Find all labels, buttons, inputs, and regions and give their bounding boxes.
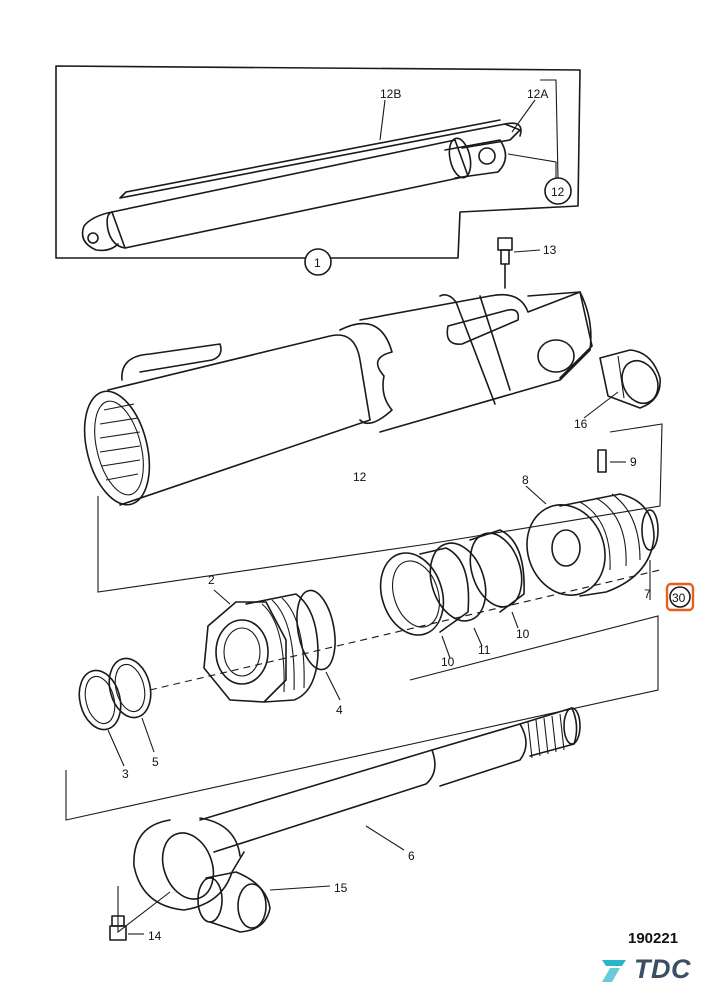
diagram-code: 190221 xyxy=(628,930,679,947)
label-30: 30 xyxy=(672,591,686,605)
bush-16 xyxy=(583,349,661,419)
callout-circle-1 xyxy=(304,248,332,276)
wiper-seals-3-5 xyxy=(78,657,152,731)
label-10-left: 10 xyxy=(441,655,455,669)
cylinder-barrel-12 xyxy=(83,291,593,506)
brand-name: TDC xyxy=(634,954,691,984)
tdc-logo-icon xyxy=(602,960,626,982)
label-4: 4 xyxy=(336,703,343,717)
label-5: 5 xyxy=(152,755,159,769)
label-14: 14 xyxy=(148,929,162,943)
label-8: 8 xyxy=(522,473,529,487)
kit-boundary-lower xyxy=(65,615,659,821)
callout-circle-12 xyxy=(544,177,572,205)
label-12B: 12B xyxy=(380,87,401,101)
label-12: 12 xyxy=(353,470,367,484)
label-7: 7 xyxy=(644,587,651,601)
kit-boundary-upper xyxy=(97,423,663,593)
brand-logo: TDC xyxy=(598,950,723,990)
label-12-circled: 12 xyxy=(551,185,565,199)
boundary-rod-eye xyxy=(117,886,171,934)
label-16: 16 xyxy=(574,417,588,431)
label-2: 2 xyxy=(208,573,215,587)
label-12A: 12A xyxy=(527,87,548,101)
label-13: 13 xyxy=(543,243,557,257)
label-3: 3 xyxy=(122,767,129,781)
roll-pin-9 xyxy=(597,449,626,473)
callout-circle-30 xyxy=(669,586,691,608)
wear-rings-10-11 xyxy=(379,529,525,636)
piston-rod-6 xyxy=(133,707,581,911)
grease-nipple-13 xyxy=(497,237,541,289)
assembly-inset xyxy=(55,65,581,259)
label-11: 11 xyxy=(478,643,491,657)
grease-nipple-14 xyxy=(109,915,144,941)
label-9: 9 xyxy=(630,455,637,469)
piston-8 xyxy=(525,485,659,597)
gland-nut-2 xyxy=(203,589,336,703)
label-15: 15 xyxy=(334,881,348,895)
bush-15 xyxy=(197,871,331,933)
label-1: 1 xyxy=(314,256,321,270)
label-10-right: 10 xyxy=(516,627,530,641)
label-6: 6 xyxy=(408,849,415,863)
